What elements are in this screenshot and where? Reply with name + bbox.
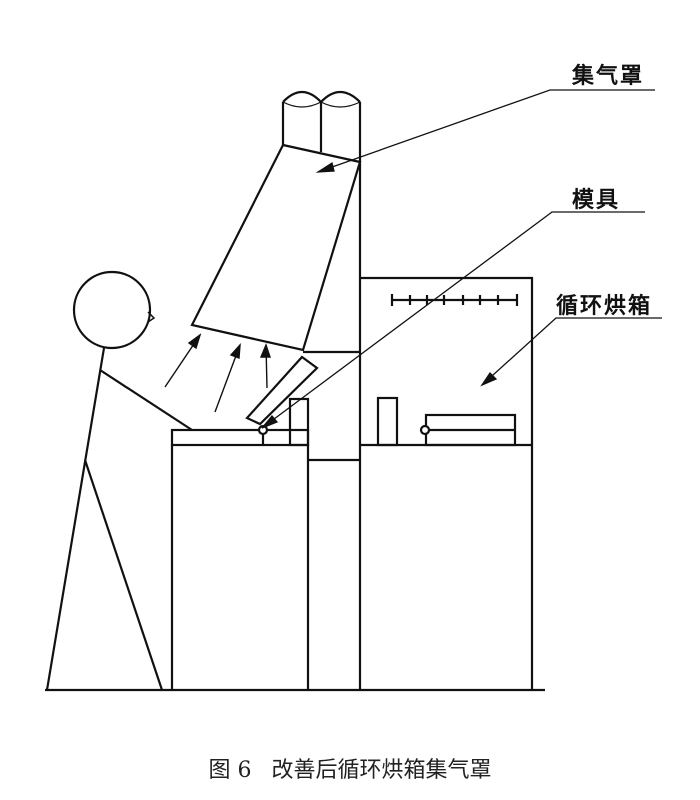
airflow-arrows [164,333,271,413]
figure-number: 图 6 [208,758,252,783]
temperature-scale [390,294,519,306]
oven-label: 循环烘箱 [556,293,653,319]
figure-caption: 图 6 改善后循环烘箱集气罩 [0,752,700,784]
worker-figure [45,270,193,691]
circulating-oven [360,276,534,690]
mold-label: 模具 [572,187,621,213]
hood-label: 集气罩 [572,63,645,89]
left-cabinet [170,355,319,690]
figure-title: 改善后循环烘箱集气罩 [271,758,492,783]
center-column [306,160,362,690]
leader-lines [261,89,662,429]
collection-hood [190,143,362,354]
exhaust-pipe [281,90,362,160]
